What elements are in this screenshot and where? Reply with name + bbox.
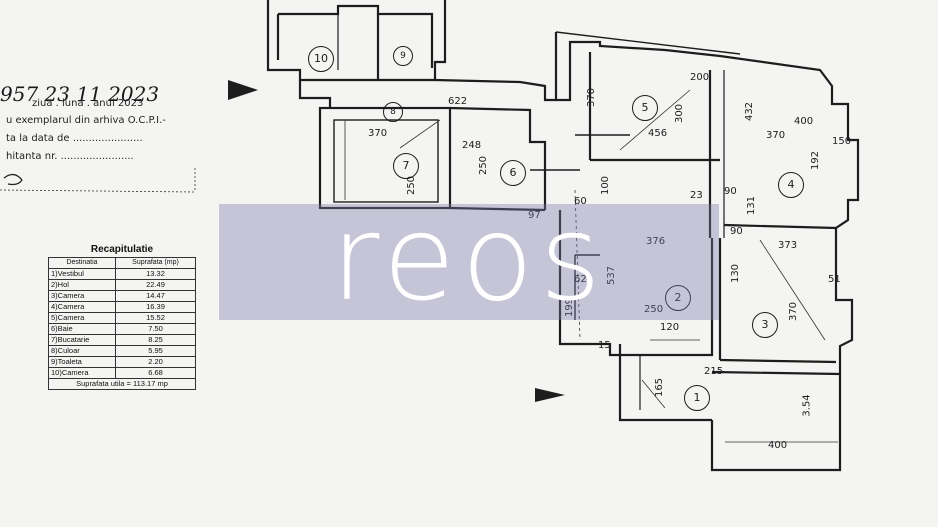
room-number-7: 7	[393, 153, 419, 179]
dimension-label: 400	[768, 440, 788, 451]
row-name: 4)Camera	[47, 301, 117, 313]
stamp-line-issue-date: ta la data de ......................	[6, 133, 143, 144]
dimension-label: 250	[644, 304, 664, 315]
room-number-4: 4	[778, 172, 804, 198]
room-number-9: 9	[393, 46, 413, 66]
row-area: 7.50	[115, 323, 196, 335]
room-number-8: 8	[383, 102, 403, 122]
corridor-wall	[298, 80, 332, 108]
stamp-line-archive: u exemplarul din arhiva O.C.P.I.-	[6, 115, 166, 126]
dimension-label: 432	[744, 101, 756, 122]
dimension-label: 400	[794, 116, 814, 127]
row-name: 9)Toaleta	[47, 356, 117, 368]
dimension-label: 62	[574, 274, 587, 285]
dimension-label: 165	[654, 377, 666, 398]
watermark-banner: reos	[219, 189, 719, 327]
bath-walls	[449, 106, 547, 210]
dimension-label: 90	[730, 226, 743, 237]
main-outer-wall	[554, 32, 860, 472]
row-name: 5)Camera	[47, 312, 117, 324]
dimension-label: 373	[778, 240, 798, 251]
room-number-6: 6	[500, 160, 526, 186]
hall-walls	[558, 210, 714, 357]
row-area: 2.20	[115, 356, 196, 368]
dimension-label: 200	[690, 72, 710, 83]
dimension-label: 130	[730, 263, 742, 284]
dimension-label: 51	[828, 274, 841, 285]
dimension-label: 370	[586, 87, 598, 108]
room-number-2: 2	[665, 285, 691, 311]
room-number-3: 3	[752, 312, 778, 338]
col-destination: Destinatia	[47, 257, 117, 269]
vestibule-walls	[618, 344, 712, 422]
col-area: Suprafata (mp)	[115, 257, 196, 269]
dimension-label: 120	[660, 322, 680, 333]
entrance-arrow-icon	[535, 388, 565, 402]
dimension-label: 150	[832, 136, 852, 147]
dimension-label: 192	[810, 150, 822, 171]
room-number-5: 5	[632, 95, 658, 121]
row-area: 13.32	[115, 268, 196, 280]
dimension-label: 376	[646, 236, 666, 247]
row-area: 14.47	[115, 290, 196, 302]
north-arrow-icon	[228, 80, 258, 100]
row-name: 6)Baie	[47, 323, 117, 335]
dimension-label: 248	[462, 140, 482, 151]
row-name: 10)Camera	[47, 367, 117, 379]
row-area: 15.52	[115, 312, 196, 324]
dimension-label: 131	[746, 195, 758, 216]
dimension-label: 60	[574, 196, 587, 207]
dimension-label: 456	[648, 128, 668, 139]
total-area: Suprafata utila = 113.17 mp	[48, 378, 196, 390]
row-name: 3)Camera	[47, 290, 117, 302]
room-number-10: 10	[308, 46, 334, 72]
dimension-label: 215	[704, 366, 724, 377]
dimension-label: 250	[478, 155, 490, 176]
row-area: 16.39	[115, 301, 196, 313]
row-area: 22.49	[115, 279, 196, 291]
dimension-label: 370	[368, 128, 388, 139]
row-name: 1)Vestibul	[47, 268, 117, 280]
row-area: 5.95	[115, 345, 196, 357]
table-total-row: Suprafata utila = 113.17 mp	[48, 378, 196, 390]
row-name: 8)Culoar	[47, 345, 117, 357]
dimension-label: 622	[448, 96, 468, 107]
stamp-line-date: ziua . luna . anul 2023	[32, 98, 144, 109]
recap-table: Recapitulatie Destinatia Suprafata (mp) …	[47, 244, 196, 390]
room-number-1: 1	[684, 385, 710, 411]
row-area: 6.68	[115, 367, 196, 379]
row-name: 2)Hol	[47, 279, 117, 291]
stamp-number: 957 23 11 2023	[0, 82, 160, 106]
dimension-label: 3.54	[801, 394, 813, 417]
dimension-label: 370	[788, 301, 800, 322]
row-name: 7)Bucatarie	[47, 334, 117, 346]
recap-title: Recapitulatie	[90, 244, 154, 255]
dimension-label: 370	[766, 130, 786, 141]
stamp-line-receipt: hitanta nr. .......................	[6, 151, 134, 162]
dimension-label: 90	[724, 186, 737, 197]
row-area: 8.25	[115, 334, 196, 346]
dimension-label: 15	[598, 340, 611, 351]
watermark-logo: reos	[330, 189, 608, 327]
dimension-label: 23	[690, 190, 703, 201]
dimension-label: 300	[674, 103, 686, 124]
dimension-label: 97	[528, 210, 541, 221]
annex-outer-wall	[266, 0, 447, 82]
stamp-border	[0, 168, 196, 193]
